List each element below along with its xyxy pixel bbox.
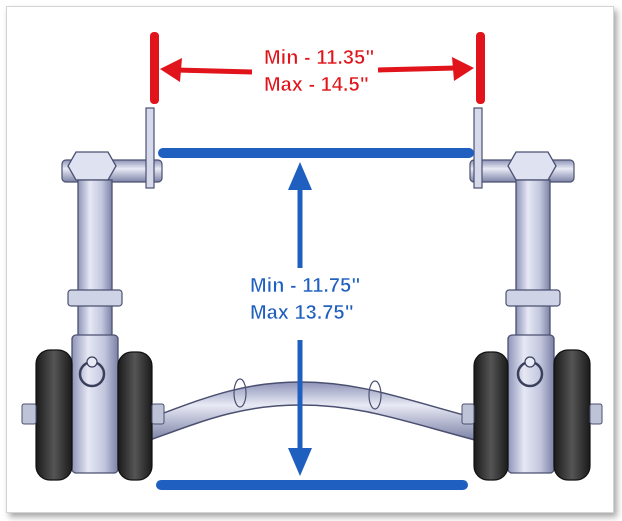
top-min-label: Min - 11.35" — [264, 47, 375, 69]
crossbar — [149, 378, 476, 442]
red-arrow-right-shaft — [377, 65, 457, 73]
height-dimension: Min - 11.75" Max 13.75" — [156, 148, 474, 490]
top-max-label: Max - 14.5" — [264, 74, 369, 96]
blue-arrow-down-head — [288, 448, 312, 476]
bottom-min-label: Min - 11.75" — [250, 275, 361, 297]
lower-blue-bar — [156, 480, 468, 490]
red-arrow-left-shaft — [175, 67, 253, 75]
top-width-dimension: Min - 11.35" Max - 14.5" — [150, 32, 485, 104]
right-red-tick — [476, 32, 485, 104]
right-caster-assembly — [461, 107, 603, 481]
blue-arrow-up-head — [288, 162, 312, 190]
left-caster-assembly — [21, 107, 165, 481]
red-arrow-right-head — [452, 57, 474, 81]
left-red-tick — [150, 32, 159, 104]
red-arrow-left-head — [160, 58, 182, 82]
bottom-max-label: Max 13.75" — [250, 302, 354, 324]
upper-blue-bar — [158, 148, 474, 158]
